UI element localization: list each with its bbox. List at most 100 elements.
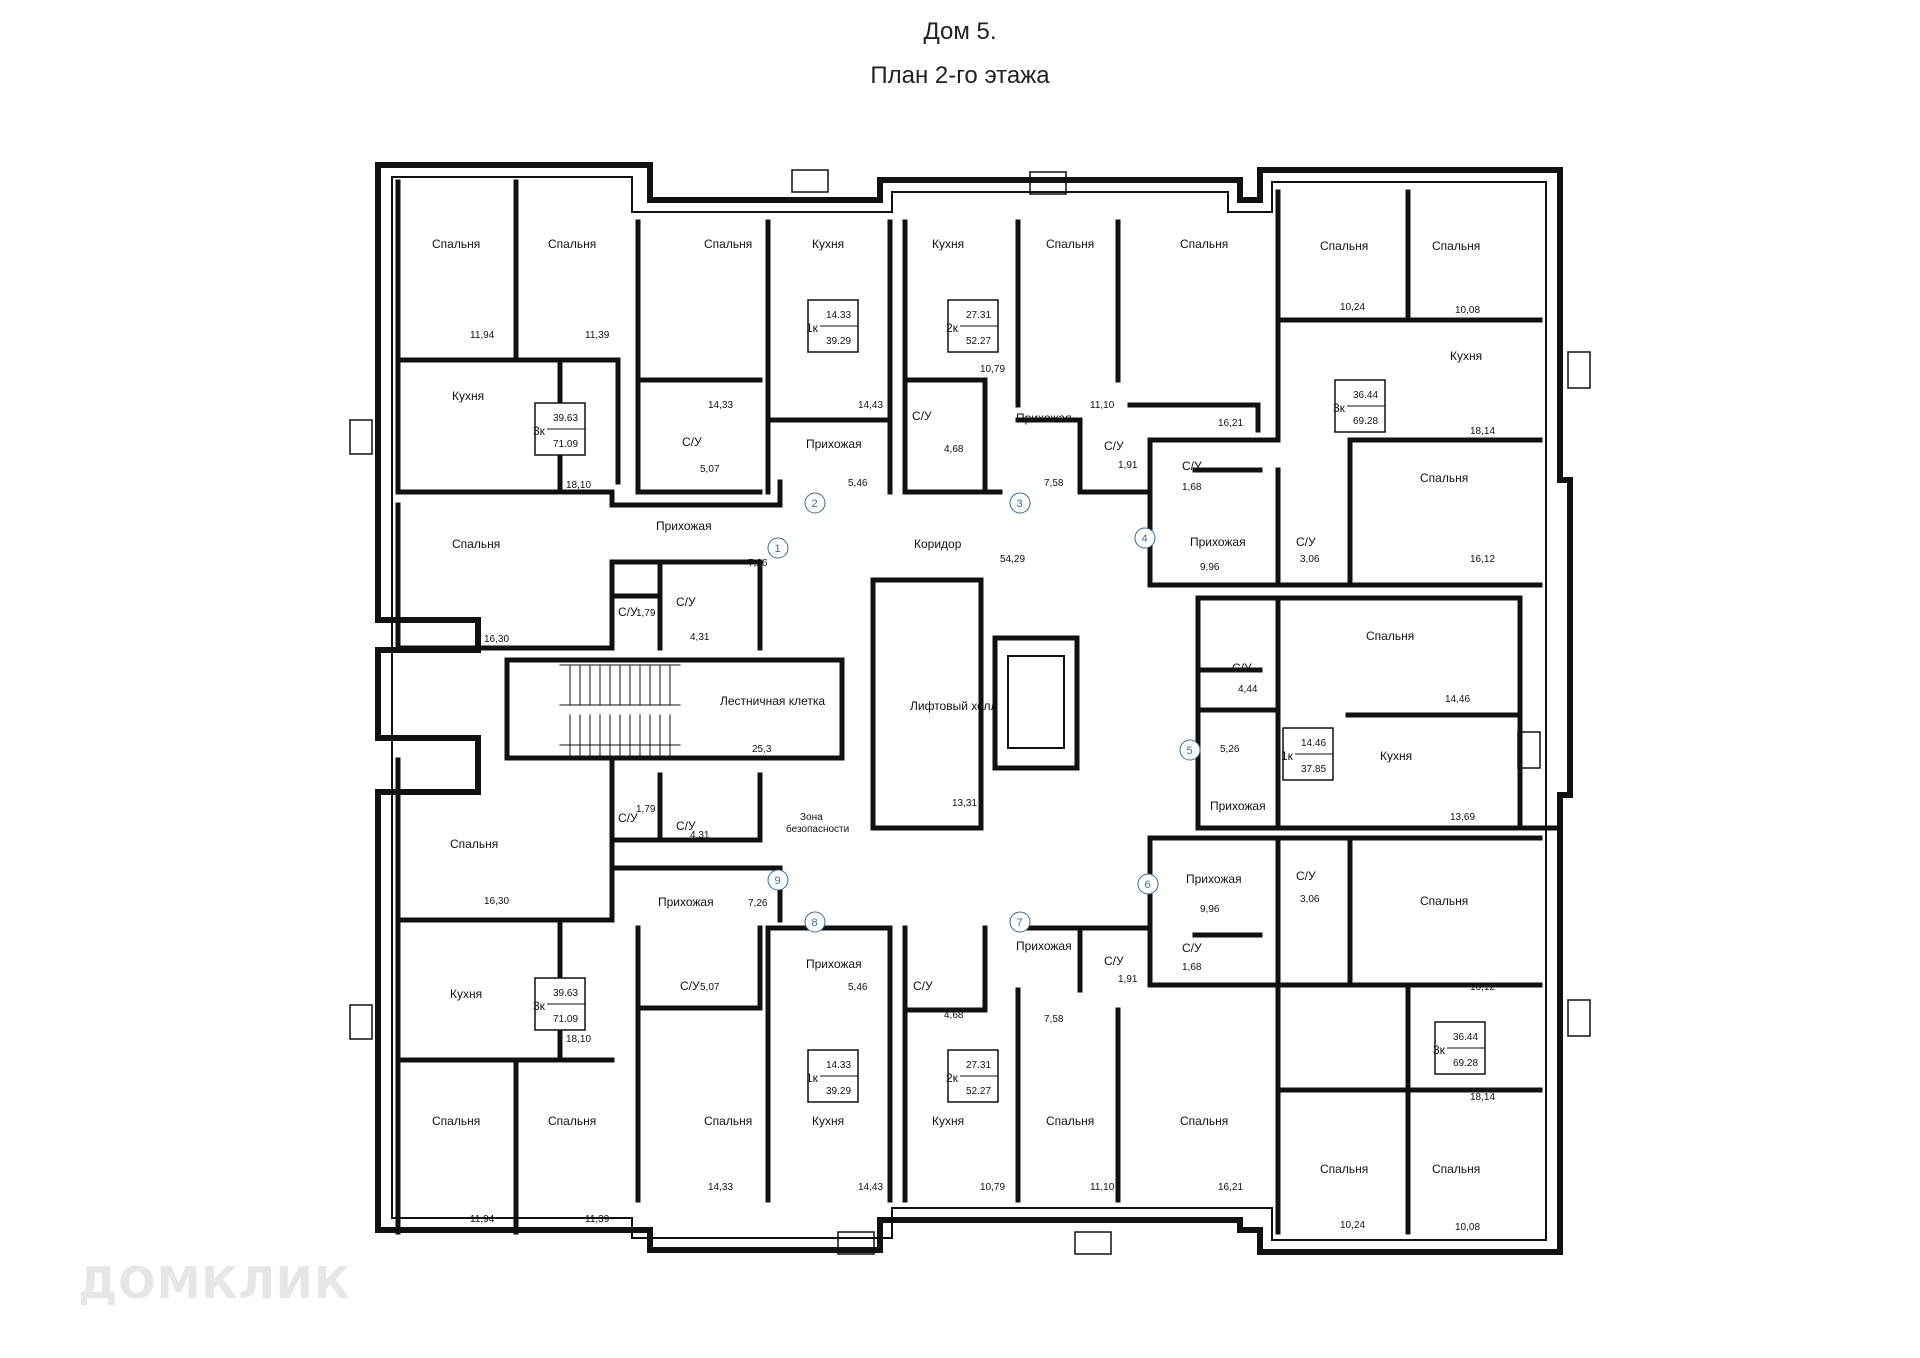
- room-area: 14,46: [1445, 694, 1470, 705]
- apartment-total-area: 37.85: [1301, 764, 1326, 775]
- apartment-boxes: 3к39.6371.0911к14.3339.2922к27.3152.2733…: [533, 299, 1486, 1103]
- room-name: Кухня: [1450, 349, 1482, 363]
- room-area: 16,12: [1470, 554, 1495, 565]
- unit-number: 2: [812, 498, 818, 510]
- room-name: С/У: [676, 819, 696, 833]
- unit-number-circle: [1134, 527, 1156, 549]
- room-name: С/У: [680, 979, 700, 993]
- room-area: 4,68: [944, 1010, 964, 1021]
- room-name: Кухня: [812, 1114, 844, 1128]
- window: [791, 169, 829, 193]
- room-area: 11,94: [470, 330, 495, 341]
- window: [1029, 171, 1067, 195]
- apartment-living-area: 36.44: [1453, 1032, 1478, 1043]
- room-area: 14,43: [858, 400, 883, 411]
- apartment-type: 3к: [533, 999, 546, 1013]
- apartment-total-area: 71.09: [553, 1014, 578, 1025]
- room-name: Спальня: [1366, 629, 1414, 643]
- room-area: 1,79: [636, 608, 656, 619]
- room-area: 5,26: [1220, 744, 1240, 755]
- room-area: 11,39: [585, 330, 610, 341]
- apartment-living-area: 27.31: [966, 310, 991, 321]
- apt-8-walls: [635, 925, 893, 1203]
- apt-2-walls: [635, 219, 893, 495]
- room-area: 4,68: [944, 444, 964, 455]
- room-area: 25,3: [752, 744, 772, 755]
- apartment-living-area: 14.46: [1301, 738, 1326, 749]
- apartment-living-area: 14.33: [826, 310, 851, 321]
- unit-number-circle: [1009, 492, 1031, 514]
- room-area: 18,14: [1470, 1092, 1495, 1103]
- room-area: 16,12: [1470, 982, 1495, 993]
- room-area: 7,58: [1044, 478, 1064, 489]
- room-name: С/У: [1104, 439, 1124, 453]
- room-area: 1,79: [636, 804, 656, 815]
- room-name: С/У: [1182, 459, 1202, 473]
- room-name: Прихожая: [658, 895, 714, 909]
- room-area: 11,94: [470, 1214, 495, 1225]
- window: [1074, 1231, 1112, 1255]
- apartment-living-area: 27.31: [966, 1060, 991, 1071]
- room-name: Спальня: [432, 237, 480, 251]
- window: [837, 1231, 875, 1255]
- room-name: Прихожая: [1016, 939, 1072, 953]
- room-name: Спальня: [548, 1114, 596, 1128]
- room-area: 10,79: [980, 364, 1005, 375]
- room-area: 3,06: [1300, 894, 1320, 905]
- room-name: С/У: [618, 811, 638, 825]
- room-name: Кухня: [452, 389, 484, 403]
- unit-number-circle: [804, 911, 826, 933]
- apartment-type: 3к: [1433, 1043, 1446, 1057]
- room-area: 10,79: [980, 1182, 1005, 1193]
- unit-number: 3: [1017, 498, 1023, 510]
- room-name: Спальня: [432, 1114, 480, 1128]
- room-area: 5,07: [700, 464, 720, 475]
- unit-number: 5: [1187, 745, 1193, 757]
- unit-number-circle: [804, 492, 826, 514]
- room-name: С/У: [1104, 954, 1124, 968]
- apartment-living-area: 39.63: [553, 413, 578, 424]
- room-name: Спальня: [1420, 471, 1468, 485]
- room-name: Спальня: [1046, 237, 1094, 251]
- room-area: 7,58: [1044, 1014, 1064, 1025]
- wall-layer: [349, 162, 1591, 1255]
- apt-4-walls: [1147, 189, 1543, 588]
- apartment-total-area: 71.09: [553, 439, 578, 450]
- room-name: Лифтовый холл: [910, 699, 998, 713]
- stair-flights: [559, 664, 681, 756]
- room-name: Прихожая: [656, 519, 712, 533]
- room-area: 11,10: [1090, 1182, 1115, 1193]
- room-area: 5,46: [848, 478, 868, 489]
- apartment-total-area: 39.29: [826, 1086, 851, 1097]
- apartment-total-area: 52.27: [966, 1086, 991, 1097]
- apartment-total-area: 39.29: [826, 336, 851, 347]
- room-area: 1,68: [1182, 482, 1202, 493]
- window: [1517, 731, 1541, 769]
- unit-number: 7: [1017, 917, 1023, 929]
- room-name: Кухня: [450, 987, 482, 1001]
- room-name: Спальня: [704, 237, 752, 251]
- room-name: Спальня: [1420, 894, 1468, 908]
- apartment-type: 3к: [1333, 401, 1346, 415]
- room-area: 4,31: [690, 632, 710, 643]
- room-name: С/У: [912, 409, 932, 423]
- stair-core: [504, 657, 845, 761]
- room-area: 10,08: [1455, 305, 1480, 316]
- room-name: Прихожая: [1190, 535, 1246, 549]
- room-name: Прихожая: [1186, 872, 1242, 886]
- window: [1567, 999, 1591, 1037]
- room-name: Кухня: [1380, 749, 1412, 763]
- lift-car: [1007, 655, 1065, 749]
- window: [349, 1004, 373, 1040]
- apt-7-walls: [902, 925, 1153, 1203]
- room-area: 9,96: [1200, 904, 1220, 915]
- room-area: 1,68: [1182, 962, 1202, 973]
- room-name: Спальня: [452, 537, 500, 551]
